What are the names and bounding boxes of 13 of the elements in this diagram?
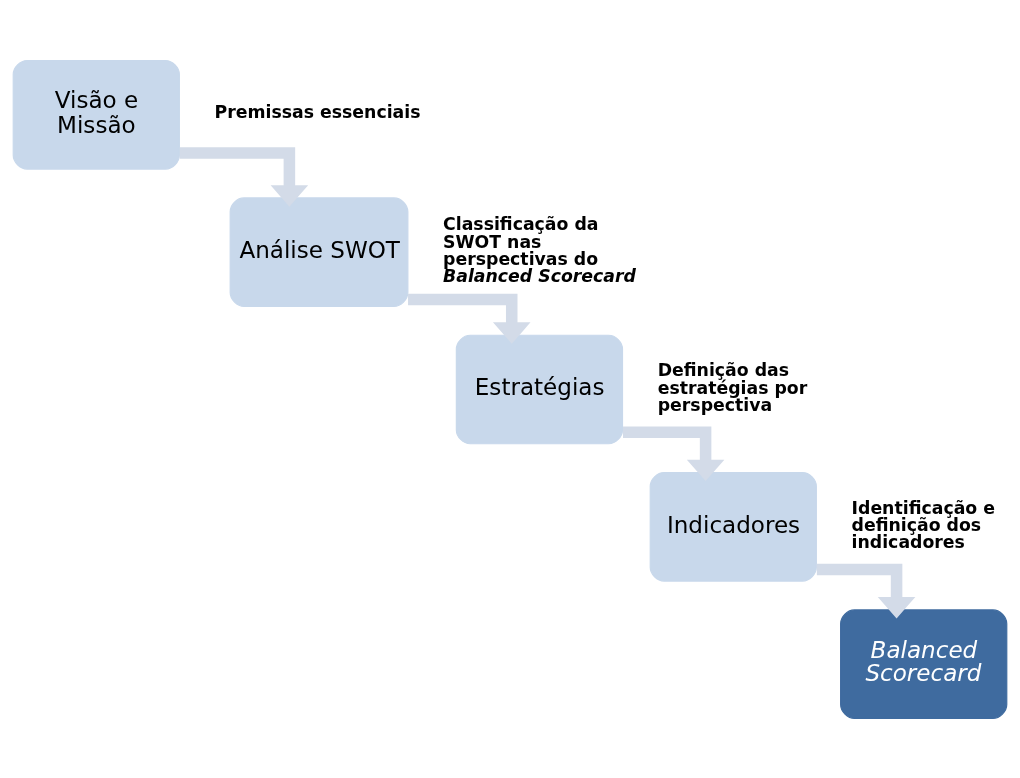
arrow <box>623 425 725 481</box>
node-label: Identificação e definição dos indicadores <box>851 497 995 552</box>
node-box: Análise SWOT <box>229 196 409 307</box>
node-box: Indicadores <box>649 471 817 582</box>
arrow <box>179 146 309 207</box>
arrow <box>408 293 531 344</box>
arrow <box>816 563 916 618</box>
node-label: Premissas essenciais <box>214 101 421 122</box>
node-label: Definição das estratégias por perspectiva <box>657 359 808 415</box>
node-box: Visão e Missão <box>12 59 180 170</box>
node-box: Estratégias <box>455 334 624 444</box>
node-box: Balanced Scorecard <box>840 608 1008 719</box>
node-label: Classificação da SWOT nas perspectivas do Balanced Scorecard <box>443 213 636 286</box>
